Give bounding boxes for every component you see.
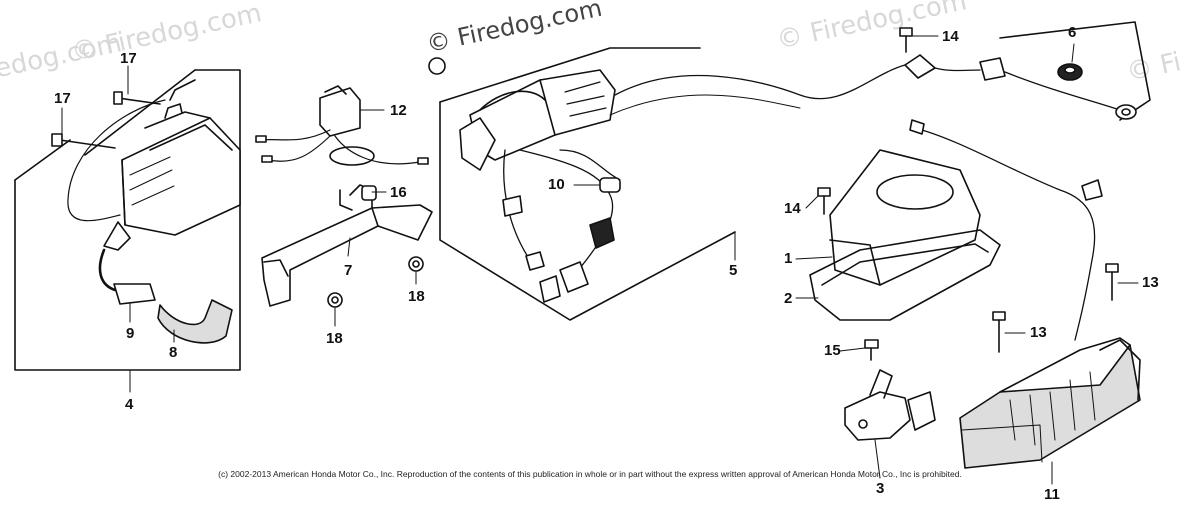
callout-18: 18: [408, 288, 425, 305]
callout-5: 5: [729, 262, 738, 279]
callout-8: 8: [169, 344, 178, 361]
exciter-coil-cover: [809, 119, 1103, 341]
group-5-outline: [439, 47, 736, 321]
condenser-and-bracket: [255, 85, 433, 308]
callout-13: 13: [1142, 274, 1159, 291]
callout-6: 6: [1068, 24, 1077, 41]
callout-10: 10: [548, 176, 565, 193]
pulser-bracket: [844, 369, 936, 441]
ignition-coil: [51, 79, 241, 344]
callout-2: 2: [784, 290, 793, 307]
callout-11: 11: [1044, 486, 1060, 503]
callout-13: 13: [1030, 324, 1047, 341]
callout-3: 3: [876, 480, 885, 497]
callout-16: 16: [390, 184, 407, 201]
callout-17: 17: [54, 90, 71, 107]
group-4-outline: [14, 69, 241, 393]
leader-lines: [61, 35, 1139, 485]
callout-14: 14: [784, 200, 801, 217]
callout-15: 15: [824, 342, 841, 359]
ground-lead: [899, 21, 1151, 121]
bolt-15: [864, 339, 879, 361]
callout-17: 17: [120, 50, 137, 67]
bolts-13: [992, 263, 1119, 353]
callout-1: 1: [784, 250, 793, 267]
charge-coil: [959, 337, 1141, 469]
copyright-notice: (c) 2002-2013 American Honda Motor Co., …: [218, 469, 962, 479]
callout-4: 4: [125, 396, 134, 413]
callout-18: 18: [326, 330, 343, 347]
callout-12: 12: [390, 102, 407, 119]
callout-7: 7: [344, 262, 353, 279]
callout-9: 9: [126, 325, 135, 342]
callout-14: 14: [942, 28, 959, 45]
stator-assembly: [459, 64, 906, 303]
